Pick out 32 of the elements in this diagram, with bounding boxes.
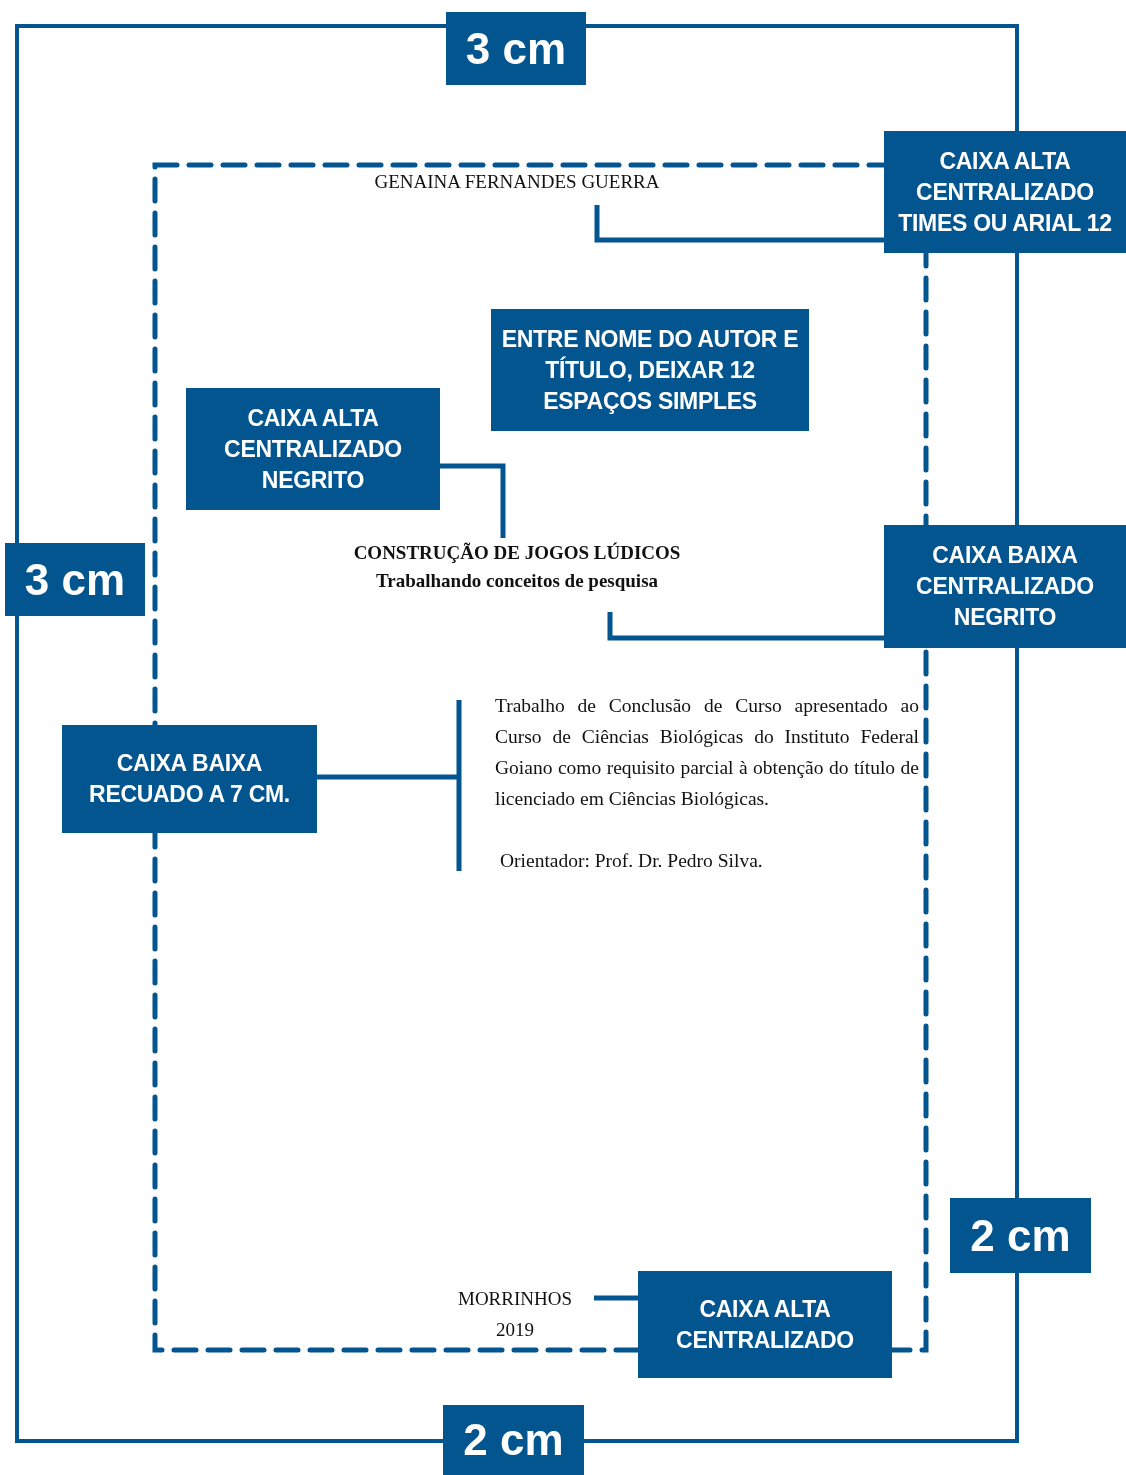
callout-box (638, 1271, 892, 1378)
margin-size-box (5, 543, 145, 616)
work-title: CONSTRUÇÃO DE JOGOS LÚDICOS (353, 542, 681, 564)
callout-box (491, 309, 809, 431)
work-description: Trabalho de Conclusão de Curso apresentado ao Curso de Ciências Biológicas do Instituto Federal Goiano como requisito parcial à obtenção do título de licenciado em Ciências Biológicas. (495, 694, 919, 811)
callout-text: CAIXA ALTA CENTRALIZADO TIMES OU ARIAL 12 (897, 146, 1113, 238)
callout-box (186, 388, 440, 510)
leader-line (594, 1295, 638, 1301)
margin-size: 2 cm (463, 1418, 564, 1462)
advisor-text: Orientador: Prof. Dr. Pedro Silva. (499, 849, 764, 873)
margin-size-box (950, 1198, 1091, 1273)
work-subtitle: Trabalhando conceitos de pesquisa (375, 570, 659, 592)
callout-box (884, 525, 1126, 648)
leader-line (440, 463, 506, 538)
margin-size-box (443, 1405, 584, 1475)
callout-text: CAIXA ALTA CENTRALIZADO NEGRITO (223, 403, 403, 495)
margin-size-box (446, 12, 586, 85)
margin-size: 3 cm (24, 557, 126, 602)
callout-box (62, 725, 317, 833)
callout-text: ENTRE NOME DO AUTOR E TÍTULO, DEIXAR 12 ESPAÇOS SIMPLES (500, 324, 800, 416)
leader-line (594, 205, 884, 243)
author-name: GENAINA FERNANDES GUERRA (374, 170, 660, 194)
margin-size: 3 cm (465, 26, 567, 71)
leader-line (607, 612, 884, 641)
leader-line (317, 774, 457, 780)
callout-text: CAIXA BAIXA RECUADO A 7 CM. (88, 749, 291, 809)
callout-text: CAIXA ALTA CENTRALIZADO (675, 1294, 855, 1355)
callout-box (884, 131, 1126, 253)
margin-size: 2 cm (970, 1213, 1071, 1258)
city-text: MORRINHOS (458, 1287, 572, 1311)
callout-text: CAIXA BAIXA CENTRALIZADO NEGRITO (915, 541, 1095, 632)
year-text: 2019 (496, 1318, 534, 1342)
